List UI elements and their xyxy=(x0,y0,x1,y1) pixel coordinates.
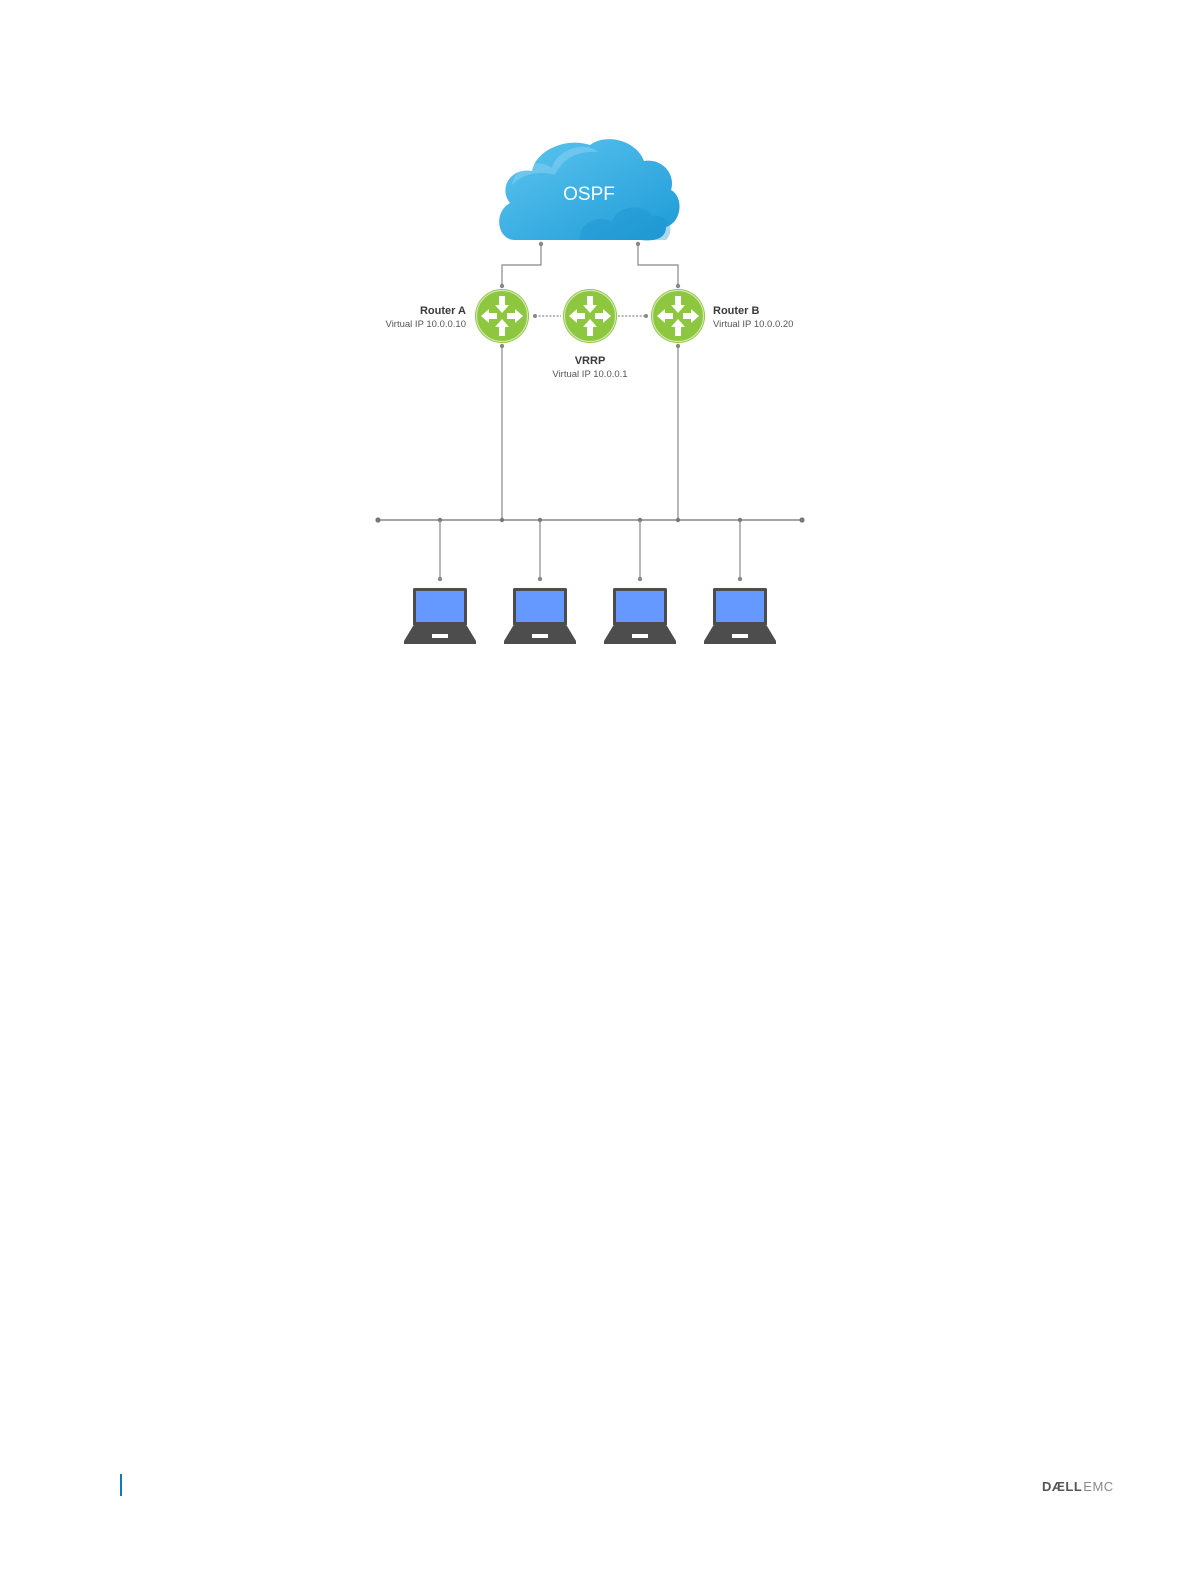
laptop-icon xyxy=(604,588,676,644)
laptop-icon xyxy=(404,588,476,644)
laptop-icon xyxy=(504,588,576,644)
vrrp-router-icon xyxy=(563,289,617,343)
logo-dell-text: DÆLL xyxy=(1042,1479,1082,1494)
dell-emc-logo: DÆLL EMC xyxy=(1042,1477,1114,1495)
router-a-title: Router A xyxy=(420,305,466,317)
router-b-title: Router B xyxy=(713,305,760,317)
logo-emc-text: EMC xyxy=(1083,1479,1113,1494)
vrrp-subtitle: Virtual IP 10.0.0.1 xyxy=(552,369,627,380)
router-a-icon xyxy=(475,289,529,343)
ospf-cloud: OSPF xyxy=(499,139,679,240)
cloud-label: OSPF xyxy=(563,184,615,205)
laptop-drops xyxy=(440,520,740,579)
router-a-subtitle: Virtual IP 10.0.0.10 xyxy=(386,319,466,330)
vrrp-title: VRRP xyxy=(575,355,606,367)
uplink-connectors xyxy=(502,244,678,287)
router-b-subtitle: Virtual IP 10.0.0.20 xyxy=(713,319,793,330)
laptop-icon xyxy=(704,588,776,644)
router-downlink-dots xyxy=(500,344,680,348)
page-accent-bar xyxy=(120,1474,122,1496)
router-b-icon xyxy=(651,289,705,343)
laptop-drop-dots xyxy=(438,577,742,581)
